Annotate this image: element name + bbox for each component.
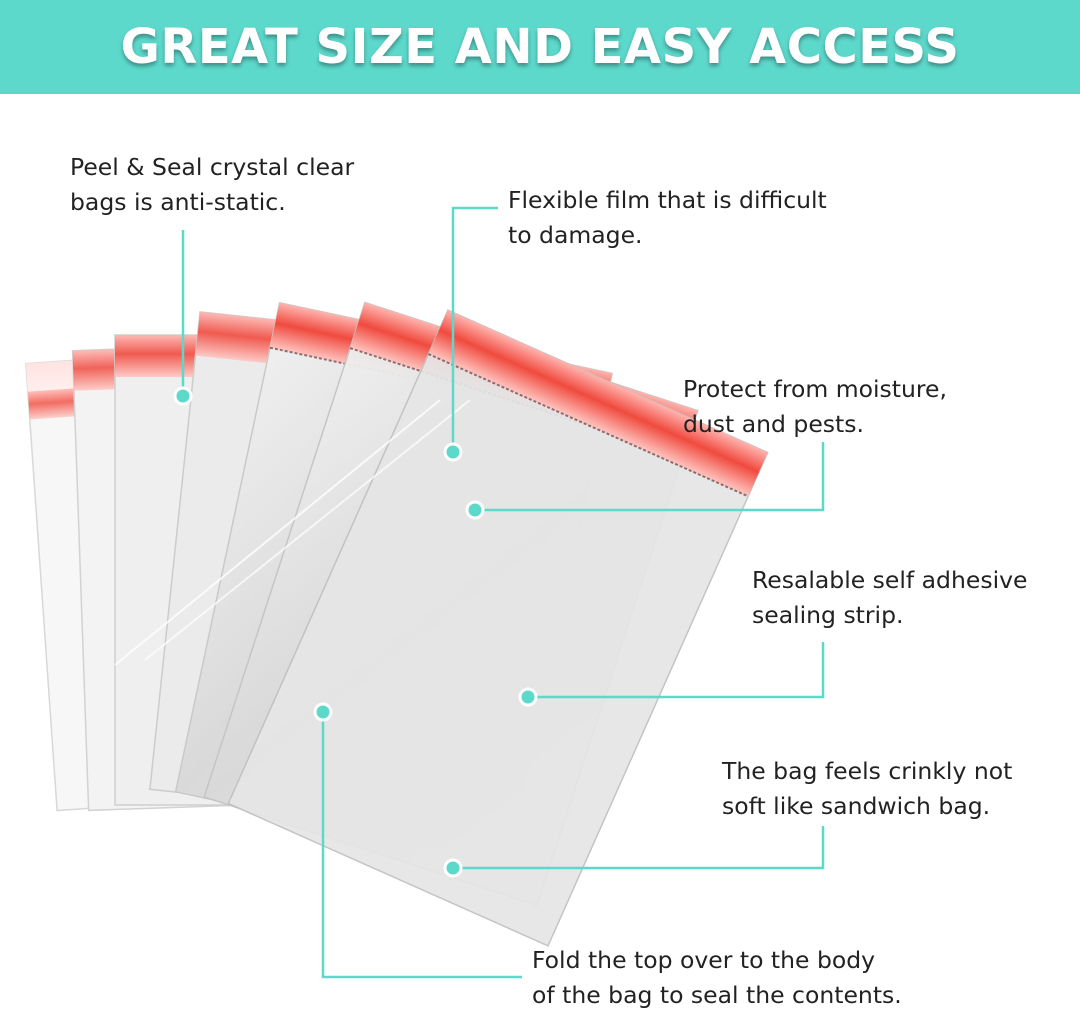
callout-anti-static: Peel & Seal crystal clear bags is anti-s… [70,150,354,220]
callout-text: Flexible film that is difficult [508,186,827,214]
callout-dot-3 [465,500,485,520]
callout-text: The bag feels crinkly not [722,757,1013,785]
callout-text: soft like sandwich bag. [722,792,991,820]
banner-title: GREAT SIZE AND EASY ACCESS [120,19,960,75]
callout-text: sealing strip. [752,601,904,629]
callout-crinkly-feel: The bag feels crinkly not soft like sand… [722,754,1012,824]
callout-dot-4 [518,687,538,707]
callout-text: Resalable self adhesive [752,566,1028,594]
callout-dot-6 [313,702,333,722]
callout-text: to damage. [508,221,643,249]
callout-sealing-strip: Resalable self adhesive sealing strip. [752,563,1027,633]
callout-dots [173,386,538,878]
leader-lines [181,206,825,979]
leader-line-6 [321,712,522,979]
leader-line-5 [453,826,825,870]
leader-line-2 [451,206,498,452]
callout-text: dust and pests. [683,410,864,438]
leader-line-4 [528,642,825,699]
callout-text: of the bag to seal the contents. [532,981,902,1009]
callout-text: bags is anti-static. [70,188,286,216]
callout-text: Fold the top over to the body [532,946,876,974]
callout-dot-1 [173,386,193,406]
callout-dot-5 [443,858,463,878]
bag-7 [227,309,769,947]
callout-dot-2 [443,442,463,462]
callout-fold-top: Fold the top over to the body of the bag… [532,943,902,1012]
title-banner: GREAT SIZE AND EASY ACCESS [0,0,1080,94]
bag-stack [25,301,769,947]
callout-flexible-film: Flexible film that is difficult to damag… [508,183,827,253]
leader-line-3 [475,442,825,512]
callout-text: Peel & Seal crystal clear [70,153,355,181]
callout-protection: Protect from moisture, dust and pests. [683,372,947,442]
callout-text: Protect from moisture, [683,375,947,403]
